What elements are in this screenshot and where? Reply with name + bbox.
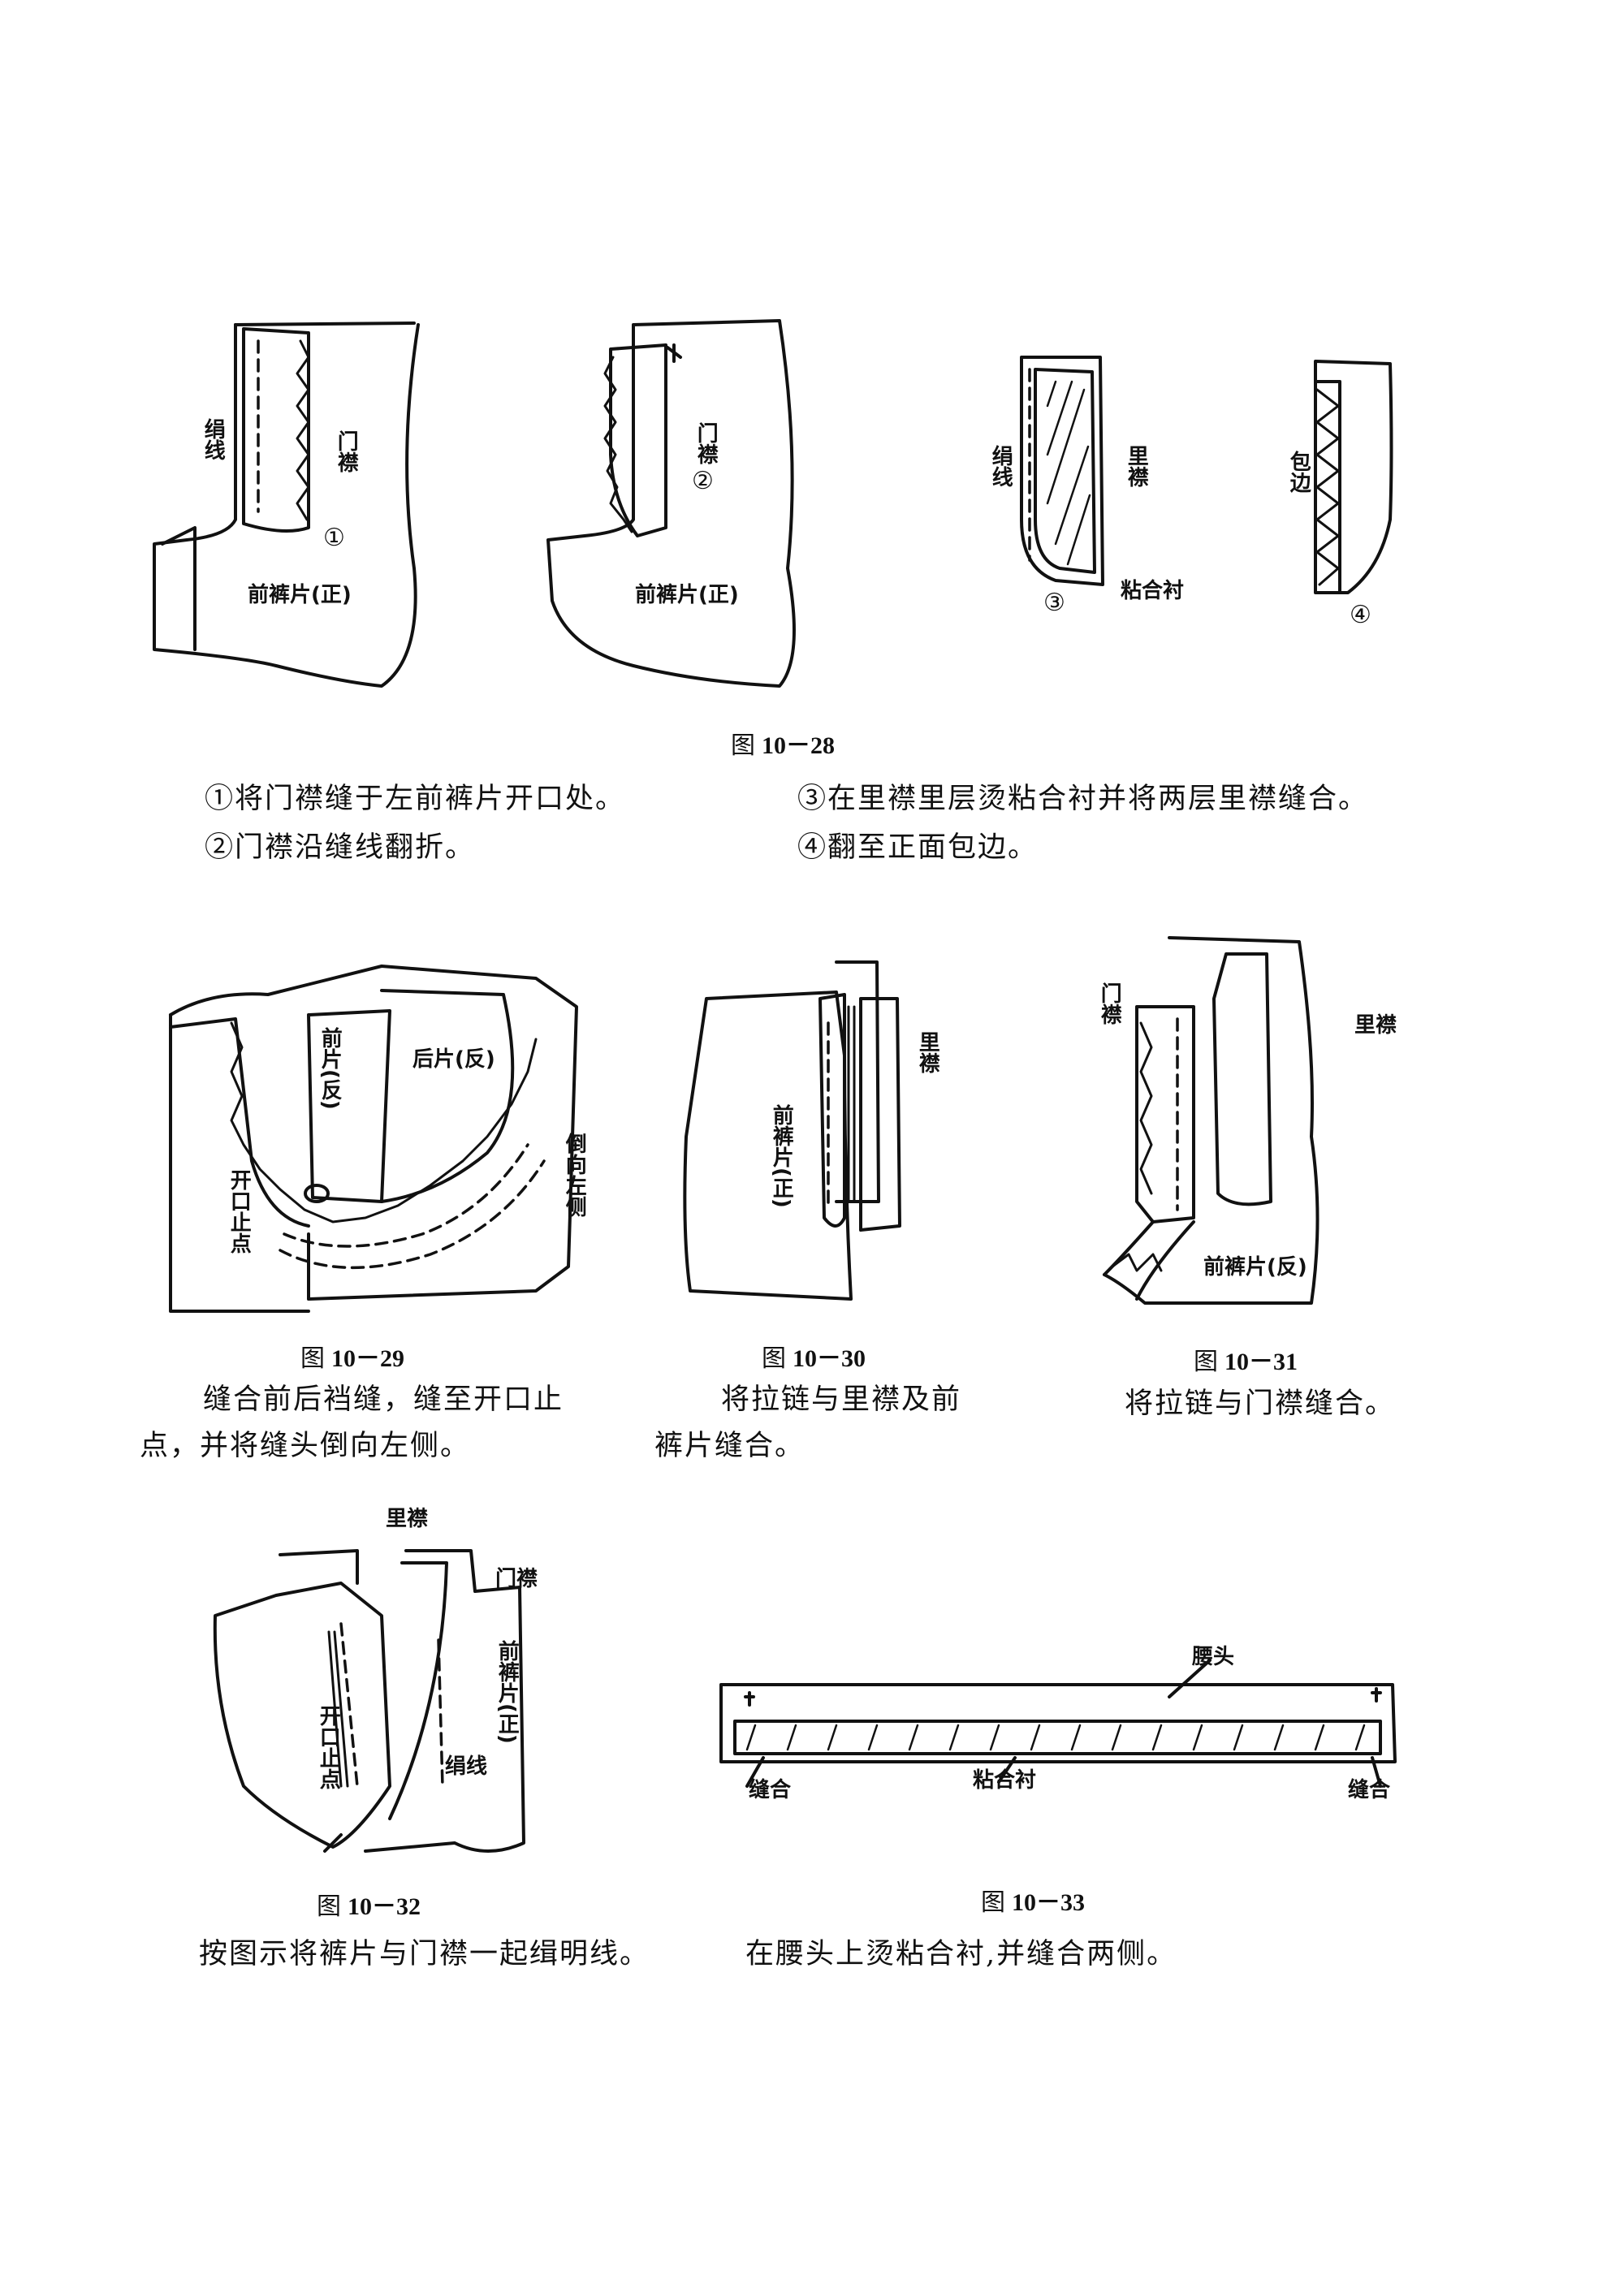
- label-binding: 包边: [1286, 451, 1311, 493]
- caption-prefix: 图: [981, 1889, 1005, 1916]
- figure-caption-10-30: 图 10－30: [762, 1338, 866, 1374]
- figure-caption-10-33: 图 10－33: [981, 1882, 1085, 1918]
- label-fly: 门襟: [693, 422, 719, 464]
- fig-10-28-panel-1-drawing: [153, 322, 420, 688]
- fig-10-28-panel-4-drawing: [1314, 360, 1393, 594]
- text-line: 在腰头上烫粘合衬,并缝合两侧。: [745, 1938, 1177, 1970]
- caption-prefix: 图: [762, 1345, 786, 1372]
- label-fly: 门襟: [495, 1567, 538, 1591]
- fig-10-29-drawing: [169, 965, 578, 1313]
- figure-caption-10-28: 图 10－28: [731, 725, 835, 761]
- label-front-piece: 前裤片(正): [495, 1640, 520, 1744]
- caption-number: 10－32: [348, 1893, 421, 1920]
- label-opening-stop: 开口止点: [316, 1705, 341, 1789]
- caption-prefix: 图: [731, 732, 755, 759]
- fig-10-30-drawing: [683, 960, 901, 1301]
- label-front-piece: 前裤片(正): [635, 583, 739, 607]
- label-waistband: 腰头: [1192, 1645, 1235, 1669]
- label-interlining: 粘合衬: [1121, 579, 1185, 603]
- label-front-piece: 前片(反): [317, 1027, 343, 1110]
- note-2: ②门襟沿缝线翻折。: [205, 831, 476, 864]
- label-stitch-line: 绢线: [988, 445, 1013, 487]
- label-fly-shield: 里襟: [1354, 1013, 1397, 1038]
- label-fly-shield: 里襟: [915, 1031, 940, 1073]
- label-front-piece: 前裤片(正): [769, 1104, 794, 1208]
- caption-number: 10－29: [331, 1345, 404, 1372]
- label-press-left: 倒向左侧: [562, 1133, 587, 1217]
- text-line: 点，并将缝头倒向左侧。: [140, 1430, 471, 1462]
- label-fly-shield: 里襟: [386, 1507, 429, 1531]
- note-4: ④翻至正面包边。: [797, 831, 1039, 864]
- caption-number: 10－30: [793, 1345, 866, 1372]
- label-fly: 门襟: [334, 430, 359, 473]
- label-opening-stop: 开口止点: [227, 1169, 252, 1254]
- note-3: ③在里襟里层烫粘合衬并将两层里襟缝合。: [797, 783, 1369, 815]
- step-marker: ③: [1043, 589, 1065, 617]
- fig-10-33-drawing: [719, 1659, 1397, 1788]
- figure-caption-10-32: 图 10－32: [317, 1886, 421, 1922]
- text-line: 将拉链与门襟缝合。: [1125, 1388, 1396, 1420]
- label-sew: 缝合: [1348, 1778, 1391, 1802]
- text-line: 缝合前后裆缝，缝至开口止: [203, 1383, 564, 1416]
- label-fly-shield: 里襟: [1124, 445, 1149, 487]
- label-fly: 门襟: [1097, 982, 1122, 1025]
- fig-10-28-panel-3-drawing: [1020, 356, 1104, 586]
- step-marker: ①: [323, 524, 345, 552]
- label-stitch-line: 绢线: [201, 418, 226, 460]
- label-stitch-line: 绢线: [445, 1754, 488, 1779]
- caption-number: 10－28: [762, 732, 835, 759]
- note-1: ①将门襟缝于左前裤片开口处。: [205, 783, 626, 815]
- step-marker: ④: [1350, 601, 1371, 629]
- caption-number: 10－33: [1012, 1889, 1085, 1916]
- fig-10-28-panel-2-drawing: [546, 319, 796, 688]
- fig-10-31-drawing: [1103, 936, 1320, 1305]
- label-interlining: 粘合衬: [973, 1768, 1037, 1793]
- text-line: 按图示将裤片与门襟一起缉明线。: [199, 1938, 650, 1970]
- caption-number: 10－31: [1224, 1349, 1298, 1375]
- label-front-piece: 前裤片(正): [248, 583, 352, 607]
- caption-prefix: 图: [317, 1893, 341, 1920]
- label-front-piece: 前裤片(反): [1203, 1255, 1307, 1280]
- text-line: 将拉链与里襟及前: [721, 1383, 962, 1416]
- caption-prefix: 图: [300, 1345, 325, 1372]
- label-sew: 缝合: [749, 1778, 792, 1802]
- fig-10-32-drawing: [213, 1549, 525, 1853]
- step-marker: ②: [692, 467, 714, 495]
- caption-prefix: 图: [1194, 1349, 1218, 1375]
- text-line: 裤片缝合。: [654, 1430, 806, 1462]
- label-back-piece: 后片(反): [412, 1047, 495, 1072]
